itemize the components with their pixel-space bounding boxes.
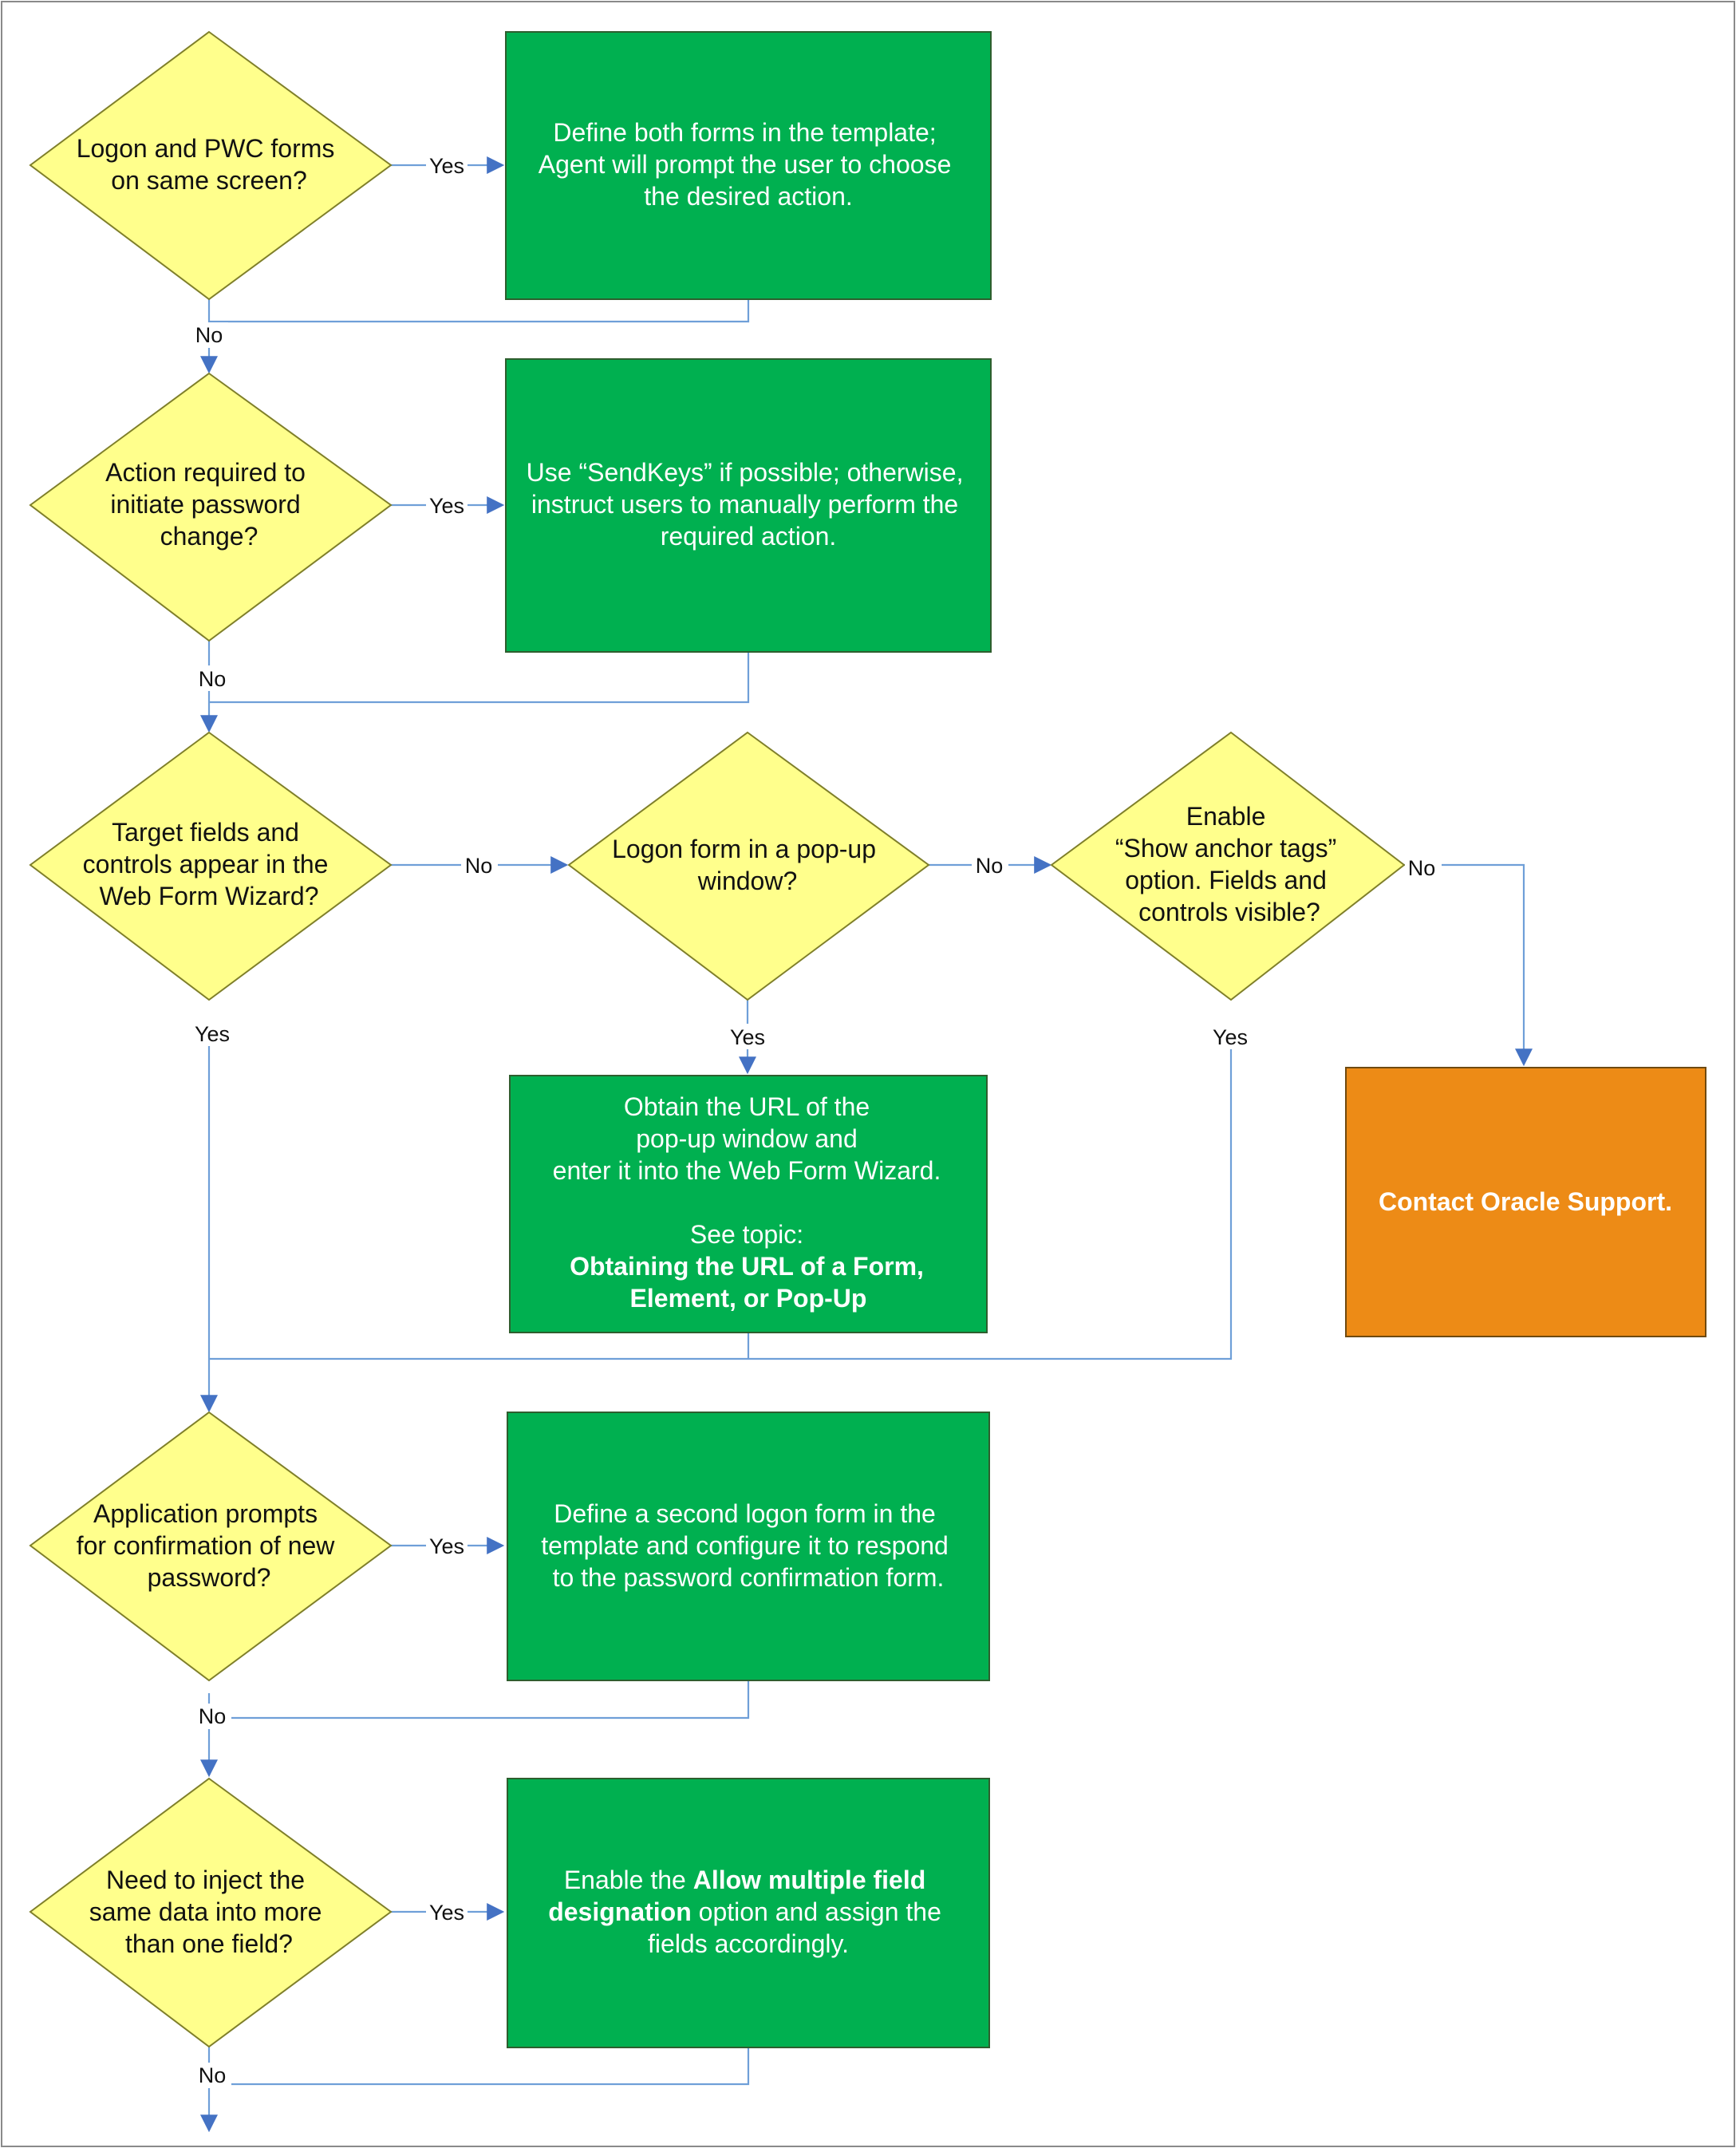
connector-d5-yes <box>209 1024 1233 1360</box>
connector-a1-return <box>209 299 750 323</box>
support-text: Contact Oracle Support. <box>1379 1187 1672 1216</box>
decision-text-logon-pwc-same-screen: Logon and PWC forms on same screen? <box>77 134 342 195</box>
label-yes-d1: Yes <box>429 154 464 178</box>
support-box <box>1345 1067 1706 1337</box>
label-yes-d7: Yes <box>429 1901 464 1925</box>
label-no-d6: No <box>199 1704 227 1728</box>
decision-logon-pwc-same-screen <box>29 30 393 301</box>
action-box-obtain-url <box>509 1075 988 1333</box>
label-no-d1: No <box>195 323 223 347</box>
decision-inject-same-data <box>29 1777 393 2048</box>
connector-d5-no <box>1404 863 1533 1067</box>
action-text-obtain-url: Obtain the URL of the pop-up window and … <box>553 1092 945 1313</box>
decision-text-show-anchor-tags: Enable “Show anchor tags” option. Fields… <box>1115 802 1343 926</box>
decision-text-action-required: Action required to initiate password cha… <box>105 458 313 551</box>
label-no-d7: No <box>199 2063 227 2087</box>
label-no-d4: No <box>976 854 1004 878</box>
branch-labels: Yes No Yes No No No No Yes Yes Yes Yes N… <box>191 152 1442 2088</box>
label-yes-d3: Yes <box>195 1022 230 1046</box>
label-no-d2: No <box>199 667 227 691</box>
connector-a2-return <box>209 652 750 704</box>
action-box-second-logon-form <box>507 1412 990 1681</box>
connector-a5-return <box>209 2047 750 2086</box>
label-no-d3: No <box>465 854 493 878</box>
decision-show-anchor-tags <box>1050 731 1406 1001</box>
decision-popup-window <box>567 731 930 1001</box>
action-box-multiple-field <box>507 1778 990 2048</box>
label-yes-d4: Yes <box>730 1025 765 1049</box>
decision-text-inject-same-data: Need to inject the same data into more t… <box>89 1866 329 1958</box>
label-yes-d6: Yes <box>429 1534 464 1558</box>
connector-a4-return <box>209 1680 750 1720</box>
decision-confirmation-prompt <box>29 1411 393 1682</box>
label-yes-d2: Yes <box>429 494 464 518</box>
decision-target-fields-appear <box>29 731 393 1001</box>
label-yes-d5: Yes <box>1213 1025 1248 1049</box>
action-text-sendkeys: Use “SendKeys” if possible; otherwise, i… <box>527 458 971 551</box>
action-text-define-both-forms: Define both forms in the template; Agent… <box>539 118 959 211</box>
decision-text-confirmation-prompt: Application prompts for confirmation of … <box>77 1499 342 1592</box>
decision-text-popup-window: Logon form in a pop-up window? <box>612 835 883 895</box>
decision-action-required <box>29 372 393 642</box>
action-box-define-both-forms <box>505 31 992 300</box>
label-no-d5: No <box>1408 856 1436 880</box>
action-text-multiple-field: Enable the Allow multiple field designat… <box>548 1866 949 1958</box>
action-text-second-logon-form: Define a second logon form in the templa… <box>541 1499 955 1592</box>
decision-text-target-fields-appear: Target fields and controls appear in the… <box>83 818 336 910</box>
action-box-sendkeys <box>505 358 992 653</box>
